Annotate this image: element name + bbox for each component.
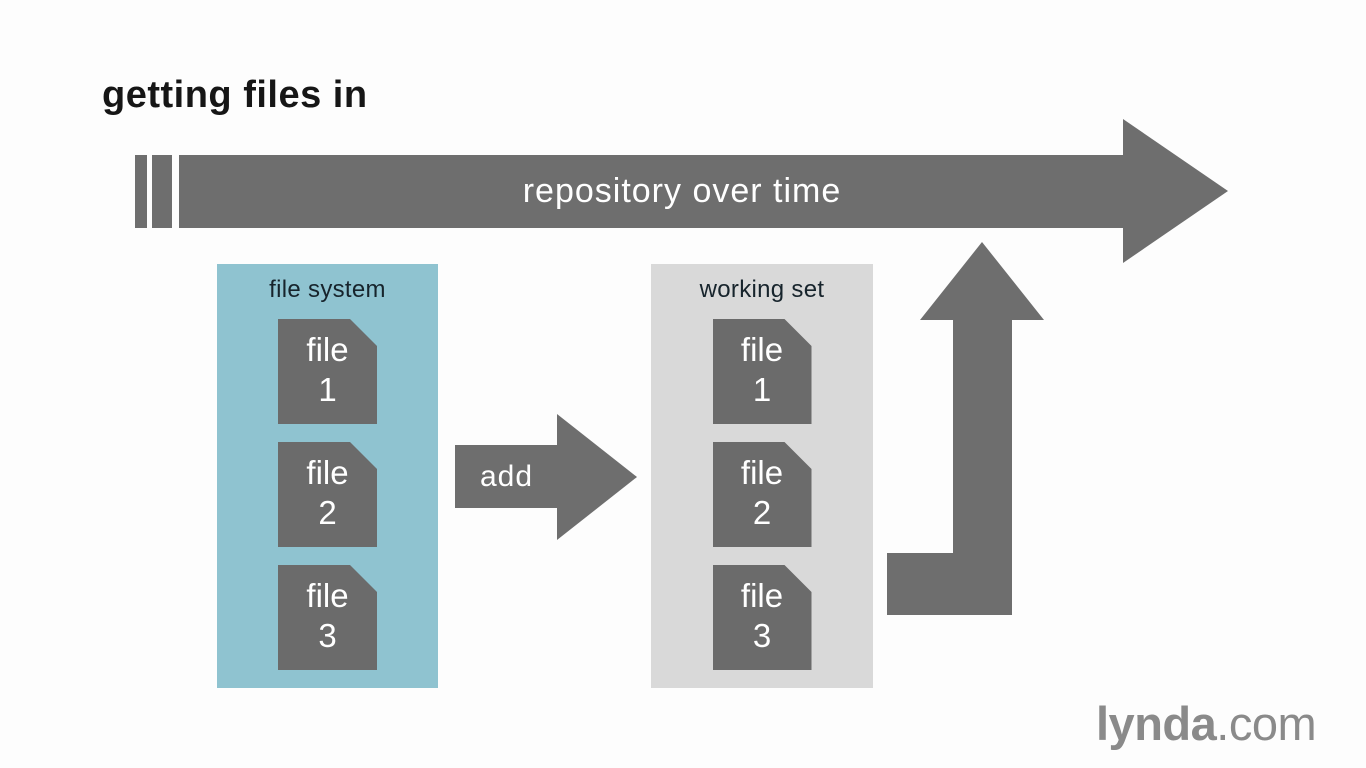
repo-arrow-tick-1	[135, 155, 147, 228]
file-icon-number: 2	[752, 493, 772, 531]
file-document-icon: file 2	[713, 442, 812, 547]
filesystem-panel: file system file 1 file 2 file 3	[217, 264, 438, 688]
file-icon-word: file	[306, 331, 349, 368]
workingset-panel-label: working set	[699, 276, 825, 303]
file-document-icon: file 2	[278, 442, 377, 547]
file-icon-word: file	[740, 331, 784, 368]
repo-arrow-tick-2	[152, 155, 172, 228]
file-document-icon: file 1	[713, 319, 812, 424]
file-icon-number: 1	[318, 370, 337, 408]
file-icon-word: file	[306, 454, 349, 491]
file-document-icon: file 1	[278, 319, 377, 424]
add-arrow-label: add	[455, 445, 558, 508]
workingset-panel: working set file 1 file 2 file 3	[651, 264, 873, 688]
file-icon-word: file	[306, 577, 349, 614]
repo-arrow-shaft	[179, 155, 1123, 228]
file-document-icon: file 3	[278, 565, 377, 670]
file-icon-word: file	[740, 454, 784, 491]
workingset-file-stack: file 1 file 2 file 3	[713, 319, 812, 670]
file-icon-number: 3	[318, 616, 337, 654]
file-icon-number: 2	[318, 493, 337, 531]
file-icon-word: file	[740, 577, 784, 614]
slide-title: getting files in	[102, 74, 368, 116]
lynda-logo: lynda.com	[1096, 696, 1317, 751]
filesystem-file-stack: file 1 file 2 file 3	[278, 319, 377, 670]
lynda-logo-suffix: .com	[1216, 697, 1317, 750]
file-icon-number: 3	[752, 616, 772, 654]
repo-arrow-label: repository over time	[522, 172, 842, 210]
file-document-icon: file 3	[713, 565, 812, 670]
add-arrowhead-icon	[557, 414, 637, 540]
filesystem-panel-label: file system	[269, 276, 386, 303]
lynda-logo-brand: lynda	[1096, 697, 1217, 750]
repo-arrowhead-icon	[1123, 119, 1228, 263]
commit-bent-up-arrow-icon	[887, 242, 1044, 615]
file-icon-number: 1	[752, 370, 772, 408]
